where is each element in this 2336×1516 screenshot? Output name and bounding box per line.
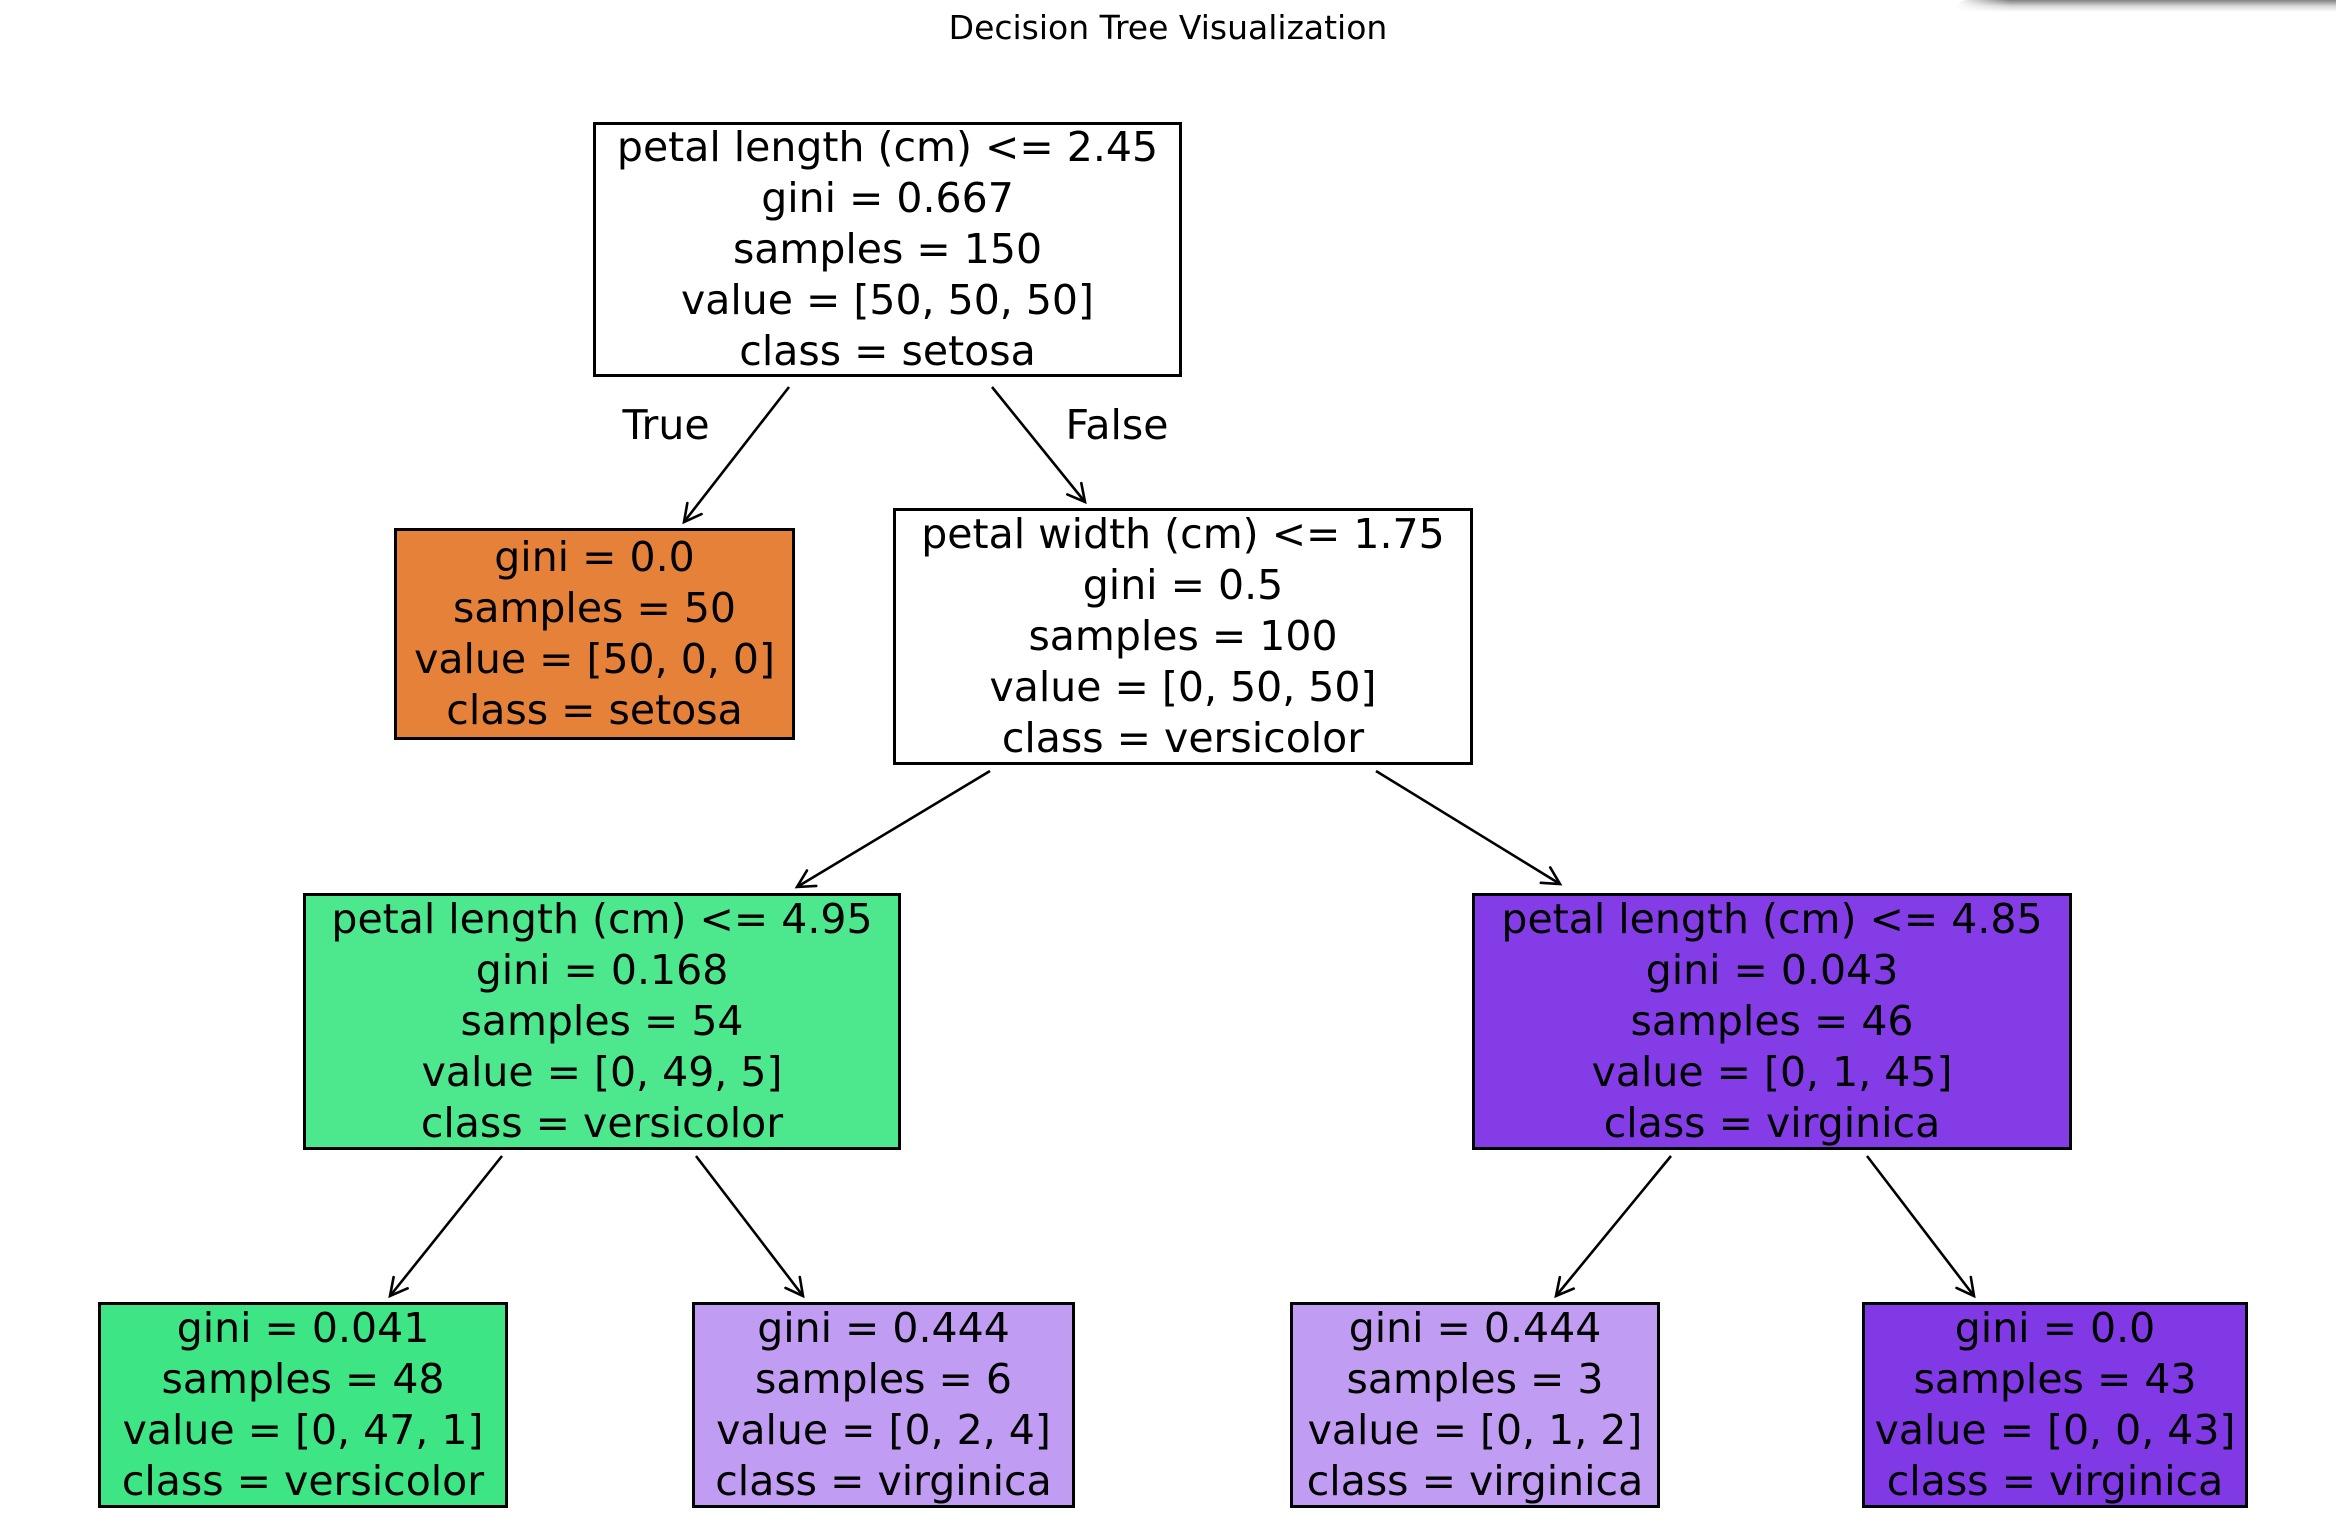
node-line: value = [0, 0, 43] xyxy=(1874,1406,2236,1454)
edge-label-false: False xyxy=(1065,401,1169,449)
node-line: class = virginica xyxy=(1306,1457,1644,1505)
node-line: class = versicolor xyxy=(1001,714,1365,762)
node-line: class = versicolor xyxy=(121,1457,485,1505)
edge-root-to-setosa-leaf xyxy=(682,386,791,525)
node-line: value = [0, 1, 45] xyxy=(1591,1048,1953,1096)
node-line: class = versicolor xyxy=(420,1099,784,1147)
node-line: value = [0, 1, 2] xyxy=(1307,1406,1643,1454)
node-line: gini = 0.0 xyxy=(1954,1304,2156,1352)
node-line: class = setosa xyxy=(739,327,1036,375)
node-line: gini = 0.168 xyxy=(475,946,729,994)
node-line: value = [0, 49, 5] xyxy=(421,1048,783,1096)
node-line: class = virginica xyxy=(1603,1099,1941,1147)
edge-root-to-petal-width xyxy=(990,386,1087,505)
node-line: gini = 0.444 xyxy=(757,1304,1010,1352)
edge-versicolor-to-leaf-48 xyxy=(388,1155,504,1299)
node-line: class = virginica xyxy=(715,1457,1052,1505)
edge-virginica-to-leaf-43 xyxy=(1865,1155,1976,1299)
node-line: value = [0, 47, 1] xyxy=(122,1406,484,1454)
figure-title: Decision Tree Visualization xyxy=(948,8,1388,47)
node-line: samples = 6 xyxy=(755,1355,1012,1403)
node-line: petal length (cm) <= 2.45 xyxy=(616,123,1159,171)
node-line: value = [50, 0, 0] xyxy=(414,635,775,683)
node-line: petal length (cm) <= 4.85 xyxy=(1501,895,2043,943)
node-line: samples = 46 xyxy=(1630,997,1914,1045)
node-line: value = [50, 50, 50] xyxy=(680,276,1095,324)
node-line: samples = 54 xyxy=(460,997,744,1045)
edge-virginica-to-leaf-3 xyxy=(1554,1155,1673,1299)
node-line: gini = 0.043 xyxy=(1645,946,1899,994)
node-line: gini = 0.667 xyxy=(761,174,1014,222)
node-line: samples = 100 xyxy=(1028,612,1338,660)
node-line: gini = 0.0 xyxy=(494,533,695,581)
node-line: gini = 0.041 xyxy=(176,1304,430,1352)
window-shadow-artifact xyxy=(1955,0,2336,12)
edge-petal-width-to-virginica xyxy=(1375,769,1563,886)
node-line: samples = 48 xyxy=(161,1355,445,1403)
node-line: value = [0, 2, 4] xyxy=(716,1406,1051,1454)
edge-versicolor-to-leaf-6 xyxy=(694,1155,805,1299)
node-line: samples = 3 xyxy=(1346,1355,1604,1403)
edge-label-true: True xyxy=(622,401,710,449)
edge-petal-width-to-versicolor xyxy=(794,769,991,889)
node-line: class = virginica xyxy=(1886,1457,2224,1505)
node-line: value = [0, 50, 50] xyxy=(989,663,1377,711)
node-line: gini = 0.5 xyxy=(1082,561,1284,609)
node-line: gini = 0.444 xyxy=(1348,1304,1602,1352)
node-line: class = setosa xyxy=(446,686,743,734)
node-line: samples = 50 xyxy=(452,584,737,632)
node-line: petal width (cm) <= 1.75 xyxy=(921,510,1445,558)
node-line: samples = 43 xyxy=(1913,1355,2197,1403)
node-line: samples = 150 xyxy=(732,225,1043,273)
node-line: petal length (cm) <= 4.95 xyxy=(331,895,873,943)
